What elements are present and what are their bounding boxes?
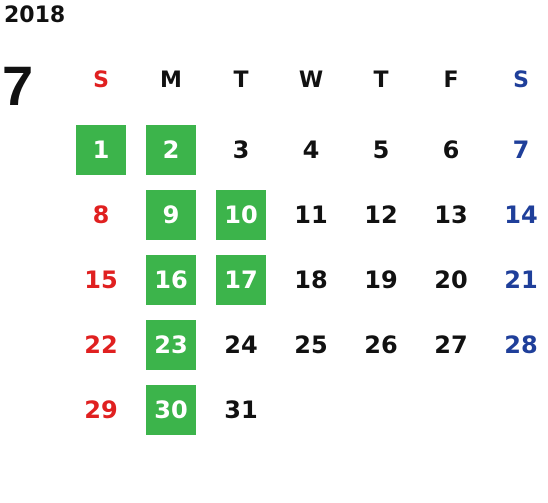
- calendar-day: 15: [84, 266, 118, 294]
- highlight-background: [216, 190, 266, 240]
- weekday-header: T: [233, 67, 249, 93]
- weekday-header: F: [443, 67, 459, 93]
- calendar-day: 17: [224, 266, 258, 294]
- calendar-day: 27: [434, 331, 468, 359]
- weekday-header: S: [93, 67, 109, 93]
- calendar-day: 3: [232, 136, 250, 164]
- calendar-day: 5: [372, 136, 390, 164]
- year-label: 2018: [4, 3, 66, 28]
- weekday-header: T: [373, 67, 389, 93]
- calendar-day: 1: [92, 136, 110, 164]
- calendar-day: 12: [364, 201, 398, 229]
- calendar-day: 28: [504, 331, 538, 359]
- calendar-day: 22: [84, 331, 118, 359]
- calendar-day: 24: [224, 331, 258, 359]
- calendar-day: 23: [154, 331, 188, 359]
- highlight-background: [76, 125, 126, 175]
- calendar-day: 29: [84, 396, 118, 424]
- highlight-background: [216, 255, 266, 305]
- calendar-day: 9: [162, 201, 180, 229]
- weekday-header: M: [160, 67, 182, 93]
- highlight-background: [146, 255, 196, 305]
- calendar-day: 6: [442, 136, 460, 164]
- calendar-day: 25: [294, 331, 328, 359]
- calendar-day: 16: [154, 266, 188, 294]
- calendar-day: 30: [154, 396, 188, 424]
- calendar-day: 31: [224, 396, 258, 424]
- calendar-day: 21: [504, 266, 538, 294]
- calendar-day: 18: [294, 266, 328, 294]
- calendar-day: 7: [512, 136, 530, 164]
- calendar-day: 10: [224, 201, 258, 229]
- calendar-day: 2: [162, 136, 180, 164]
- calendar-day: 8: [92, 201, 110, 229]
- month-number: 7: [2, 54, 34, 117]
- highlight-background: [146, 190, 196, 240]
- calendar-day: 14: [504, 201, 538, 229]
- calendar-day: 13: [434, 201, 468, 229]
- calendar-day: 26: [364, 331, 398, 359]
- calendar-day: 20: [434, 266, 468, 294]
- weekday-header: W: [298, 67, 324, 93]
- calendar-day: 19: [364, 266, 398, 294]
- highlight-background: [146, 320, 196, 370]
- weekday-header: S: [513, 67, 529, 93]
- highlight-background: [146, 385, 196, 435]
- highlight-background: [146, 125, 196, 175]
- calendar-day: 4: [302, 136, 320, 164]
- calendar-day: 11: [294, 201, 328, 229]
